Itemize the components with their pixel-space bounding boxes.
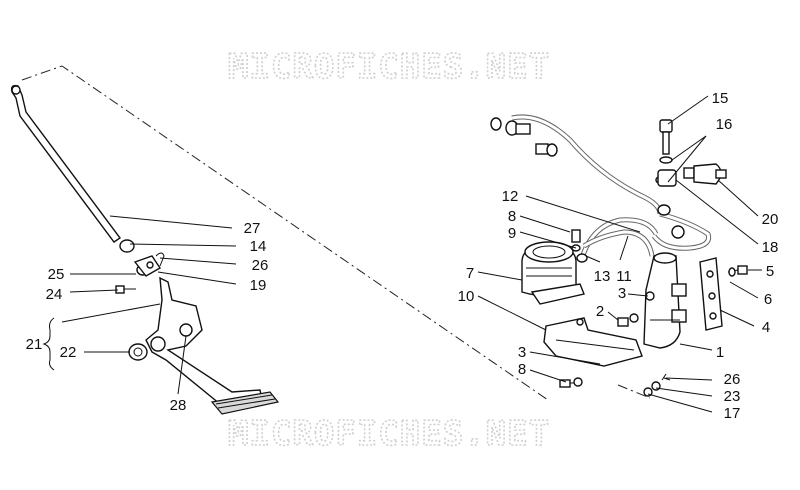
callout-5: 5	[766, 263, 774, 280]
fluid-reservoir	[521, 241, 585, 305]
brake-rod	[10, 84, 122, 243]
stop-light-switch	[683, 163, 727, 185]
callout-20: 20	[762, 211, 779, 228]
brake-pedal	[145, 276, 280, 415]
callout-21: 21	[26, 336, 43, 353]
callout-13: 13	[594, 268, 611, 285]
reservoir-hose	[579, 217, 659, 259]
callout-15: 15	[712, 90, 729, 107]
bush-22	[128, 343, 148, 361]
callout-18: 18	[762, 239, 779, 256]
bracket-plate	[699, 257, 723, 331]
banjo-bolt-15	[659, 119, 673, 155]
callout-8-bottom: 8	[518, 361, 526, 378]
callout-26-right: 26	[724, 371, 741, 388]
watermark-top: MICROFICHES.NET	[228, 47, 550, 87]
callout-6: 6	[764, 291, 772, 308]
split-pin	[155, 252, 165, 267]
callout-26-left: 26	[252, 257, 269, 274]
group-brace-21	[42, 317, 55, 371]
callout-labels: 27 14 26 19 25 24 21 22 28 15 16 20 18 5…	[26, 90, 779, 422]
mounting-bracket	[543, 317, 643, 367]
callout-12: 12	[502, 188, 519, 205]
callout-24: 24	[46, 286, 63, 303]
master-cylinder	[643, 252, 687, 349]
callout-2: 2	[596, 303, 604, 320]
assembly-line-lower	[617, 384, 651, 399]
callout-9: 9	[508, 225, 516, 242]
hose-fittings	[490, 117, 685, 239]
callout-3-lower: 3	[518, 344, 526, 361]
watermark-bottom: MICROFICHES.NET	[228, 414, 550, 454]
leader-lines	[61, 95, 762, 413]
rod-end-fitting	[119, 239, 161, 277]
washers-16	[655, 156, 677, 187]
callout-3-upper: 3	[618, 285, 626, 302]
bolt-24	[115, 285, 136, 294]
callout-25: 25	[48, 266, 65, 283]
callout-10: 10	[458, 288, 475, 305]
callout-14: 14	[250, 238, 267, 255]
callout-17: 17	[724, 405, 741, 422]
callout-1: 1	[716, 344, 724, 361]
callout-23: 23	[724, 388, 741, 405]
callout-11: 11	[616, 268, 632, 285]
callout-4: 4	[762, 319, 770, 336]
callout-8-top: 8	[508, 208, 516, 225]
callout-28: 28	[170, 397, 187, 414]
assembly-line	[21, 65, 549, 401]
callout-27: 27	[244, 220, 261, 237]
bolt-5	[727, 265, 748, 277]
callout-22: 22	[60, 344, 77, 361]
callout-16: 16	[716, 116, 733, 133]
brake-hose	[511, 114, 712, 251]
callout-7: 7	[466, 265, 474, 282]
callout-19: 19	[250, 277, 267, 294]
